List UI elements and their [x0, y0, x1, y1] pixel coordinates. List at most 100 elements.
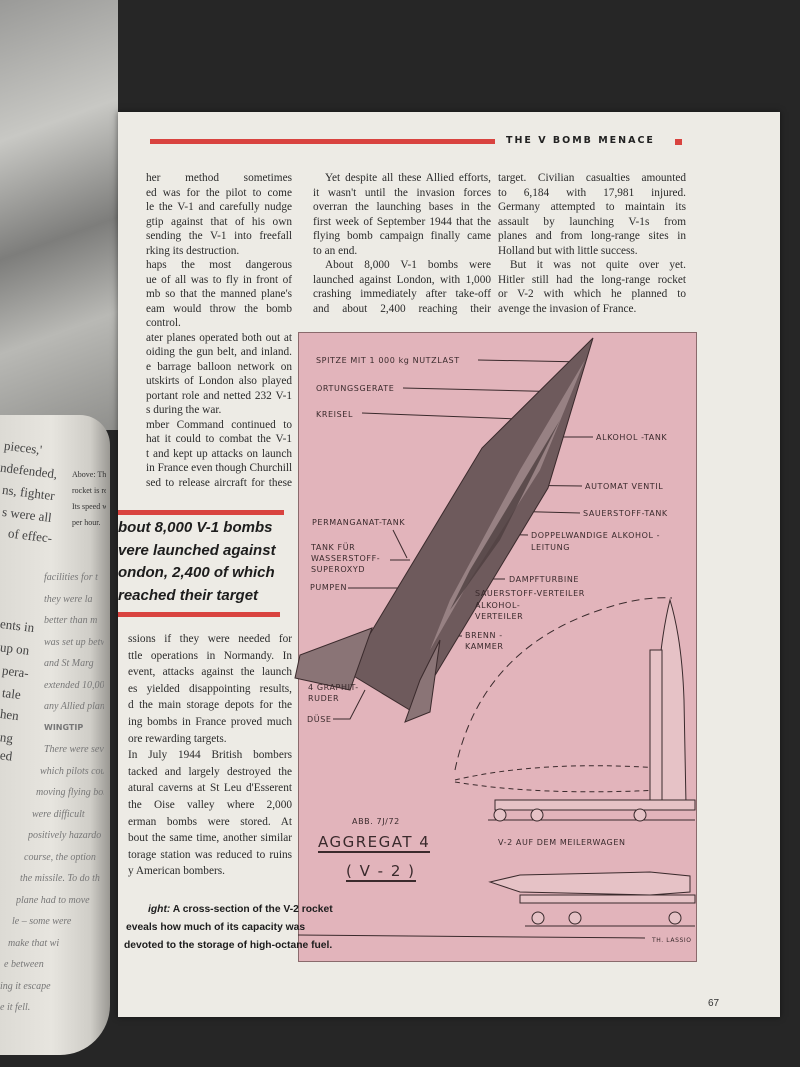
left-page-photo [0, 0, 118, 430]
label-spitze: SPITZE MIT 1 000 kg NUTZLAST [316, 356, 460, 365]
text-line: first week of September 1944 that the [313, 215, 491, 228]
text-line: es yielded disappointing results, [128, 682, 292, 695]
label-doppelwandige: DOPPELWANDIGE ALKOHOL - [531, 531, 661, 540]
text-line: sed to release aircraft for these [146, 476, 292, 489]
text-line: Germany attempted to maintain its [498, 201, 686, 213]
label-wasserstoff: WASSERSTOFF- [311, 554, 381, 563]
header-rule [150, 139, 495, 144]
caption-line: ight: A cross-section of the V-2 rocket [148, 904, 333, 915]
left-page-column-line: the missile. To do th [20, 873, 100, 884]
text-line: ondon, 2,400 of which [118, 564, 275, 581]
left-page-caption-line: per hour. [72, 518, 101, 527]
text-line: control. [146, 317, 181, 329]
text-line: atural caverns at St Leu d'Esserent [128, 782, 292, 795]
label-kammer: KAMMER [465, 642, 504, 651]
label-brenn: BRENN - [465, 631, 503, 640]
text-line: haps the most dangerous [146, 259, 292, 271]
text-line: or V-2 with which he planned to [498, 288, 686, 300]
artist-signature: TH. LASSIO [652, 937, 692, 944]
pull-quote-rule-bottom [118, 612, 280, 617]
caption-line: devoted to the storage of high-octane fu… [124, 940, 333, 951]
left-page-column-line: which pilots could [40, 765, 104, 777]
left-page-column-line: they were la [44, 593, 93, 605]
label-dampfturbine: DAMPFTURBINE [509, 575, 580, 584]
left-page-text-line: ed [0, 747, 14, 764]
text-line: ue of all was to fly in front of [146, 273, 292, 286]
left-page-column-line: e between [4, 959, 44, 970]
text-line: vere launched against [118, 541, 276, 559]
left-page-text-line: tale [1, 684, 22, 703]
label-kreisel: KREISEL [316, 410, 354, 419]
text-line: and about 2,400 reaching their [313, 302, 491, 315]
text-line: erman bombs were stored. At [128, 815, 292, 828]
label-ortungsgerate: ORTUNGSGERATE [316, 384, 395, 393]
left-page-column-line: extended 10,000 [44, 679, 104, 691]
text-line: Hitler still had the long-range rocket [498, 273, 686, 286]
text-line: ing bombs in France proved much [128, 716, 292, 728]
text-line: it wasn't until the invasion forces [313, 186, 491, 199]
left-page-text-line: ng [0, 729, 14, 746]
left-page-column-line: was set up betw [44, 636, 104, 648]
caption-text: A cross-section of the V-2 rocket [170, 904, 333, 915]
caption-lead: ight: [148, 904, 171, 915]
text-line: flying bomb campaign finally came [313, 230, 491, 242]
text-line: her method sometimes [146, 172, 292, 184]
text-line: the Oise valley where 2,000 [128, 799, 292, 811]
left-page-column-line: moving flying bomb [36, 787, 104, 798]
text-line: rking its destruction. [146, 244, 240, 257]
text-line: planes and from long-range sites in [498, 230, 686, 242]
text-line: sending the V-1 into freefall [146, 230, 292, 242]
text-line: ore rewarding targets. [128, 732, 227, 745]
text-line: s during the war. [146, 404, 222, 416]
text-line: assault by launching V-1s from [498, 215, 686, 228]
text-line: ater planes operated both out at [146, 331, 292, 344]
text-line: Yet despite all these Allied efforts, [325, 172, 491, 184]
left-page-column-line: any Allied plan [44, 701, 104, 712]
left-page-text-line: hen [0, 705, 20, 724]
caption-line: eveals how much of its capacity was [126, 922, 306, 933]
left-page-column-line: plane had to move [16, 894, 90, 906]
left-page-column-line: make that wi [8, 937, 60, 949]
text-line: launched against London, with 1,000 [313, 273, 491, 286]
text-line: Holland but with little success. [498, 244, 638, 257]
pull-quote-rule-top [118, 510, 284, 515]
text-line: y American bombers. [128, 865, 225, 878]
label-sauerstoff-tank: SAUERSTOFF-TANK [583, 509, 668, 518]
text-line: ed was for the pilot to come [146, 186, 292, 199]
label-sauerstoff-verteiler: SAUERSTOFF-VERTEILER [475, 589, 585, 598]
left-page-column-line: and St Marg [44, 658, 94, 669]
left-page-caption-line: rocket is ready [72, 486, 106, 495]
text-line: gtip against that of his own [146, 215, 292, 228]
label-pumpen: PUMPEN [310, 583, 348, 592]
text-line: bout the same time, another similar [128, 832, 292, 845]
left-page-column-line: facilities for t [44, 572, 98, 583]
left-facing-page [0, 415, 110, 1055]
text-line: hat it could to combat the V-1 [146, 433, 292, 445]
left-page-caption-line: Its speed was [72, 502, 106, 511]
label-leitung: LEITUNG [531, 543, 570, 552]
label-alkohol: ALKOHOL- [475, 601, 521, 610]
diagram-title: AGGREGAT 4 [318, 833, 431, 853]
text-line: ttle operations in Normandy. In [128, 649, 292, 662]
text-line: portant role and netted 232 V-1 [146, 389, 292, 402]
figure-number: ABB. 7J/72 [352, 817, 400, 826]
left-page-column-line: course, the option [24, 851, 96, 863]
label-alkohol-tank: ALKOHOL -TANK [596, 433, 668, 442]
left-page-column-line: e it fell. [0, 1002, 31, 1013]
text-line: to an end. [313, 244, 358, 257]
left-page-column-line: positively hazardo [28, 830, 102, 841]
left-page-column-line: le – some were [12, 916, 72, 927]
left-page-column-line: WINGTIP [44, 722, 84, 732]
page-number: 67 [708, 998, 720, 1009]
left-page-caption-line: Above: The g [72, 470, 106, 479]
label-automat-ventil: AUTOMAT VENTIL [585, 482, 664, 491]
text-line: le the V-1 and carefully nudge [146, 201, 292, 213]
text-line: But it was not quite over yet. [510, 259, 686, 271]
section-marker [675, 139, 682, 145]
label-permanganat-tank: PERMANGANAT-TANK [312, 518, 406, 527]
text-line: reached their target [118, 586, 259, 604]
text-line: e barrage balloon network on [146, 360, 292, 373]
label-graphit: 4 GRAPHIT- [308, 683, 359, 692]
label-superoxyd: SUPEROXYD [311, 565, 366, 574]
label-meilerwagen: V-2 AUF DEM MEILERWAGEN [498, 838, 626, 847]
